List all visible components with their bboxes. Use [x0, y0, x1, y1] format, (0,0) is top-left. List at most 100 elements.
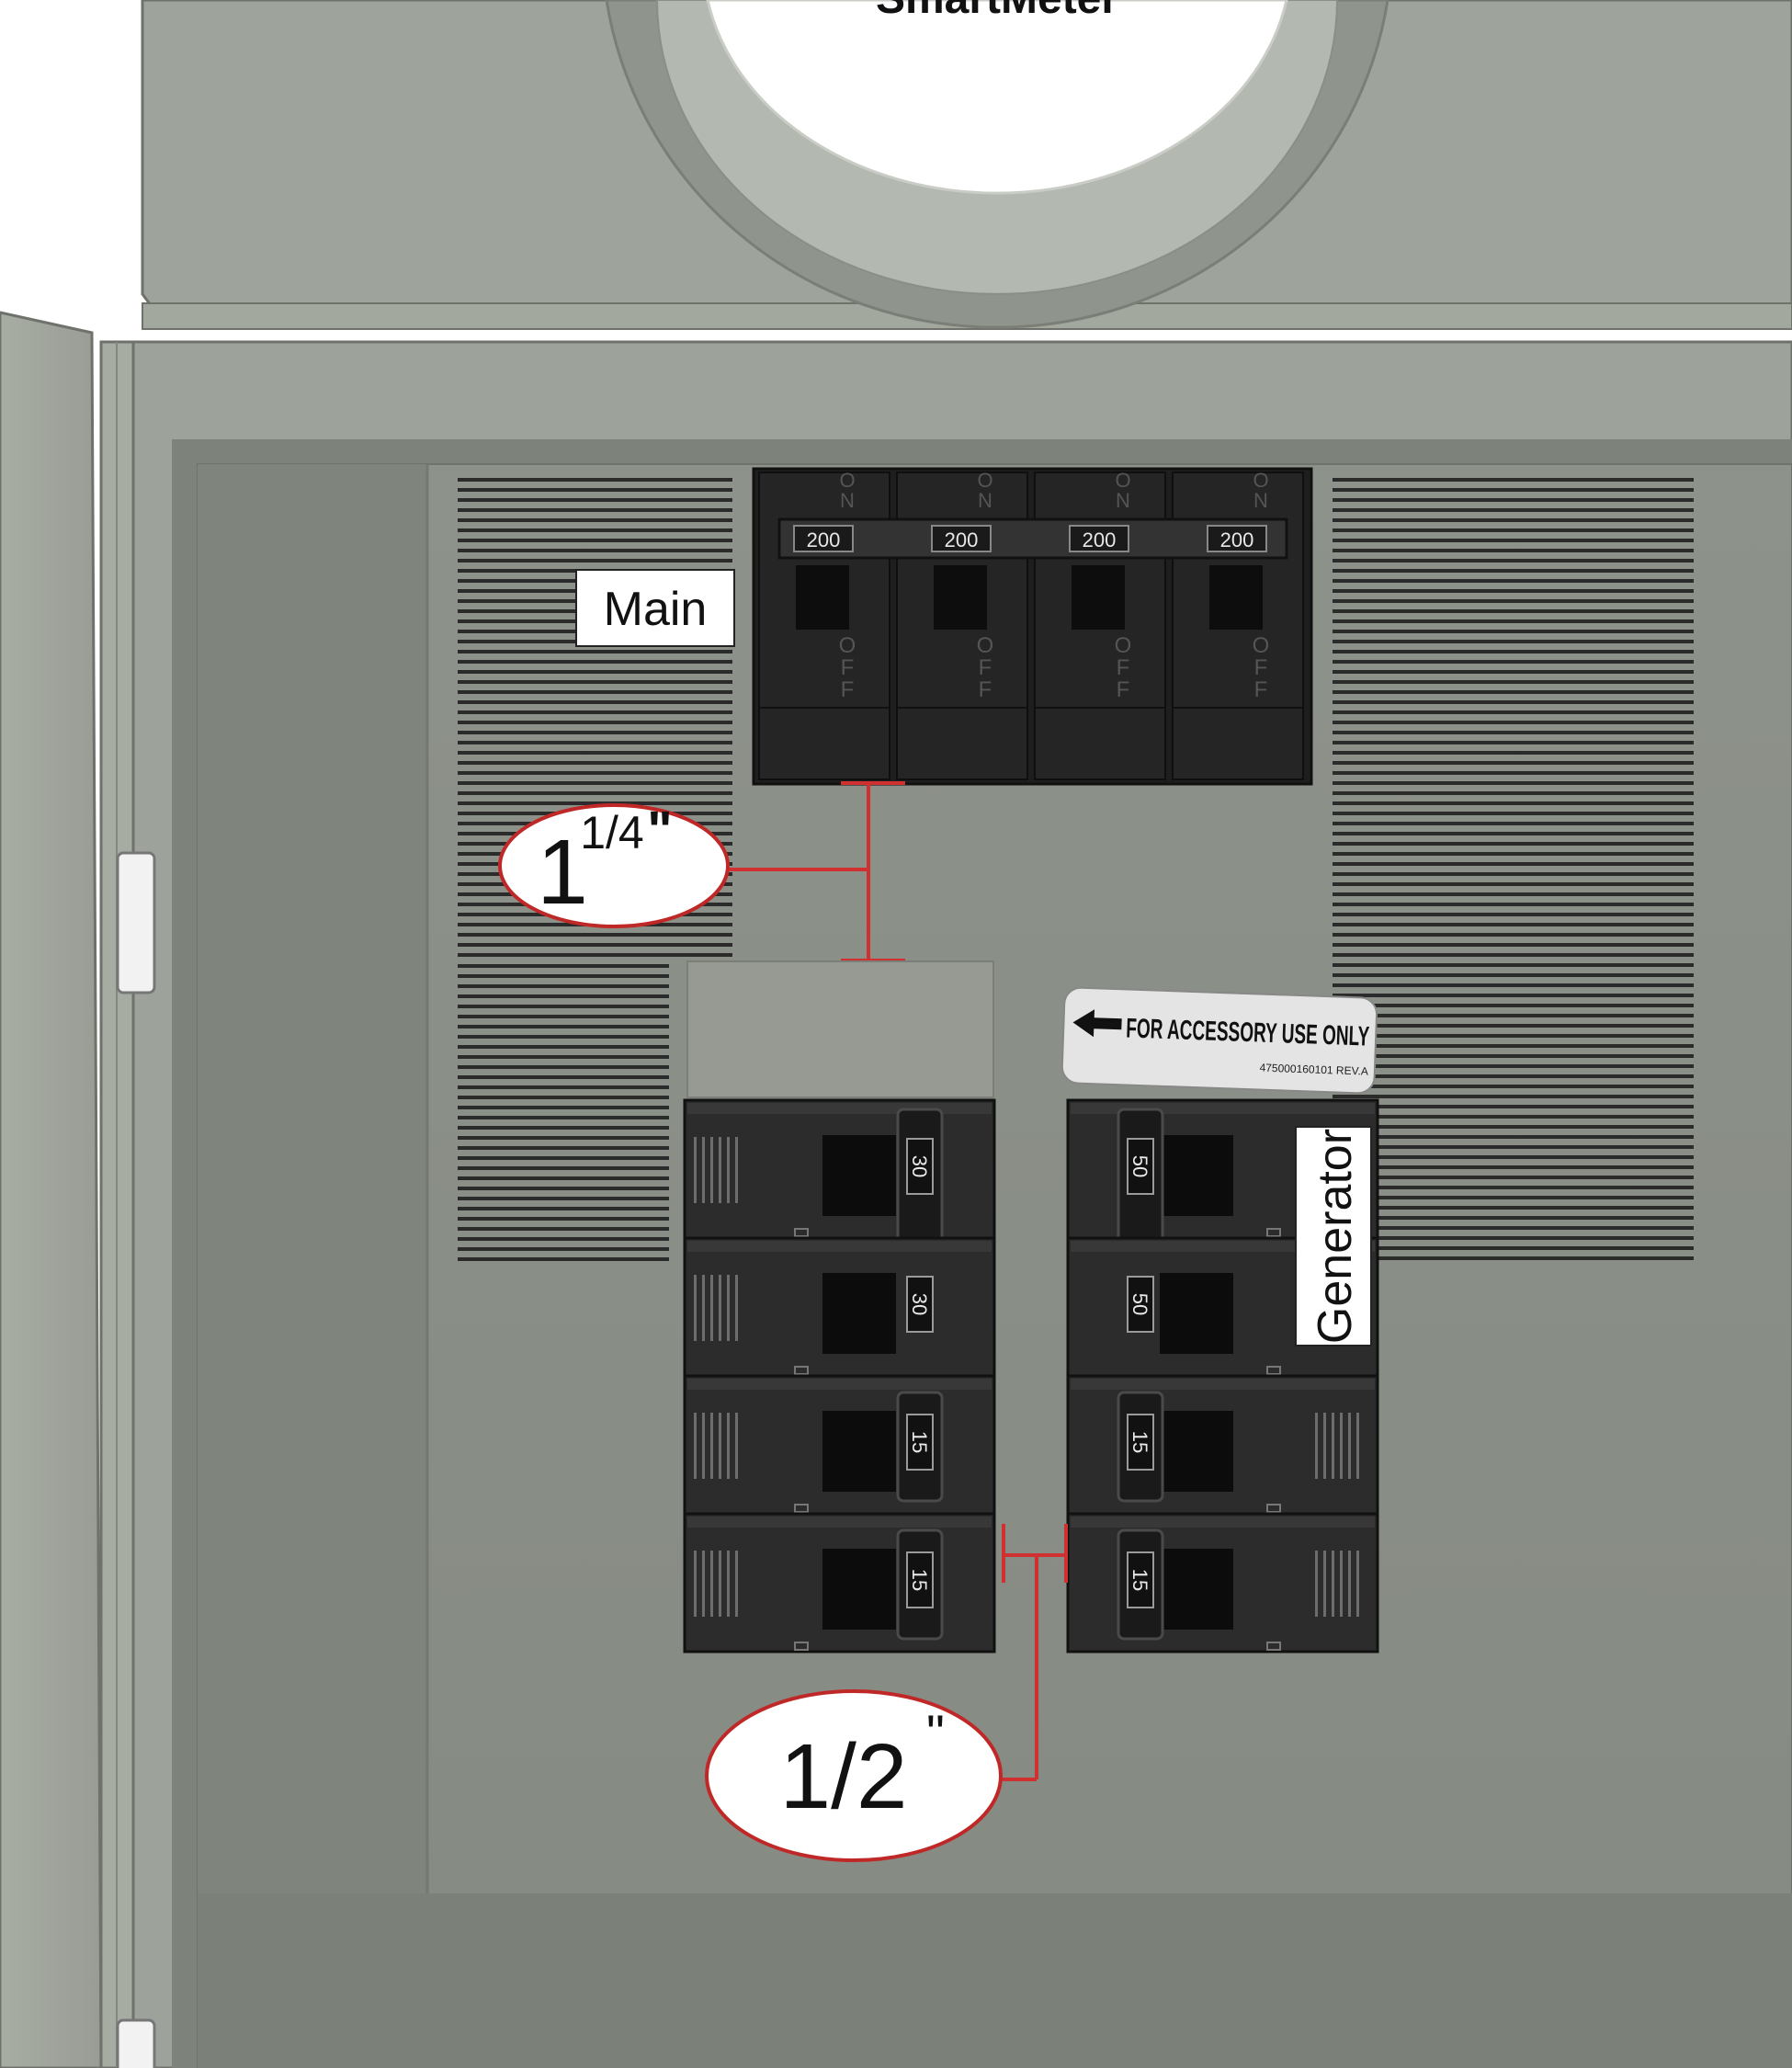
vertical-spacing-dimension: 1 1/4 ": [498, 781, 905, 962]
vent-slot: [1333, 700, 1694, 704]
branch-breaker[interactable]: 15: [1066, 1374, 1379, 1516]
vent-slot: [458, 1166, 669, 1170]
vent-grille-right: [1333, 478, 1694, 1260]
main-rating-plate: [793, 525, 854, 552]
branch-breaker[interactable]: 15: [683, 1512, 996, 1653]
breaker-handle-window: [1160, 1273, 1233, 1354]
breaker-handle-window: [822, 1411, 896, 1492]
vent-slot: [458, 1075, 669, 1079]
vent-slot: [458, 1085, 669, 1089]
vent-slot: [458, 933, 732, 937]
vent-slot: [1333, 872, 1694, 876]
vent-slot: [1333, 1246, 1694, 1250]
vent-slot: [458, 488, 732, 492]
vent-slot: [1333, 660, 1694, 664]
fine-print: [702, 1275, 705, 1341]
vent-slot: [458, 650, 732, 653]
vent-slot: [1333, 599, 1694, 603]
branch-rating-label: 30: [908, 1155, 931, 1177]
vent-slot: [458, 1146, 669, 1150]
vent-slot: [458, 1197, 669, 1200]
vent-slot: [1333, 478, 1694, 482]
vent-slot: [458, 1136, 669, 1140]
vent-slot: [458, 1065, 669, 1069]
vent-slot: [1333, 1085, 1694, 1088]
vent-slot: [1333, 791, 1694, 795]
fine-print: [735, 1413, 738, 1479]
arrow-left-icon: [1072, 1009, 1122, 1038]
vent-slot: [458, 1217, 669, 1221]
vent-slot: [458, 1247, 669, 1251]
branch-rating-plate: [1127, 1414, 1154, 1471]
vent-slot: [458, 1207, 669, 1210]
branch-rating-plate: [1127, 1551, 1154, 1608]
vent-slot: [458, 974, 669, 978]
branch-rating-label: 15: [908, 1569, 931, 1591]
vent-slot: [458, 964, 669, 968]
vent-slot: [458, 741, 732, 744]
branch-rating-plate: [906, 1414, 934, 1471]
branch-breaker[interactable]: 15: [683, 1374, 996, 1516]
fine-print: [702, 1551, 705, 1617]
vent-slot: [458, 984, 669, 988]
branch-breakers-left-column: 30 30 15 15: [683, 1098, 996, 1653]
branch-rating-label: 30: [908, 1293, 931, 1315]
vent-slot: [1333, 913, 1694, 916]
vent-slot: [1333, 923, 1694, 926]
branch-breaker[interactable]: 15: [1066, 1512, 1379, 1653]
vent-slot: [458, 751, 732, 755]
door-hinge-upper: [116, 851, 156, 994]
vent-slot: [1333, 741, 1694, 744]
dimension-bubble-1-2: [705, 1689, 1003, 1862]
fine-print: [710, 1137, 713, 1203]
fine-print: [1323, 1551, 1326, 1617]
fine-print: [702, 1137, 705, 1203]
vent-slot: [1333, 892, 1694, 896]
branch-rating-label: 15: [1129, 1569, 1151, 1591]
branch-rating-label: 50: [1129, 1293, 1151, 1315]
vent-slot: [1333, 1095, 1694, 1098]
vent-slot: [1333, 1155, 1694, 1159]
vent-slot: [458, 1176, 669, 1180]
vent-slot: [458, 478, 732, 482]
vent-slot: [458, 791, 732, 795]
vent-slot: [458, 801, 732, 805]
open-door: [0, 311, 156, 2068]
vent-slot: [1333, 1105, 1694, 1108]
fine-print: [719, 1137, 721, 1203]
vent-slot: [1333, 973, 1694, 977]
vent-slot: [1333, 559, 1694, 562]
vent-slot: [458, 1025, 669, 1028]
vent-slot: [458, 1045, 669, 1049]
vent-slot: [1333, 528, 1694, 532]
fine-print: [719, 1551, 721, 1617]
fine-print: [735, 1551, 738, 1617]
vent-slot: [1333, 1196, 1694, 1199]
main-rating-plate: [931, 525, 992, 552]
vent-slot: [1333, 1004, 1694, 1007]
fine-print: [1332, 1413, 1334, 1479]
fine-print: [735, 1137, 738, 1203]
vent-slot: [1333, 1216, 1694, 1220]
main-rating-label: 200: [1220, 528, 1254, 551]
vent-slot: [458, 1015, 669, 1018]
vent-slot: [458, 953, 732, 957]
vent-slot: [1333, 983, 1694, 987]
vent-slot: [1333, 1115, 1694, 1119]
vent-slot: [1333, 1145, 1694, 1149]
fine-print: [694, 1275, 697, 1341]
fine-print: [702, 1413, 705, 1479]
vent-slot: [1333, 721, 1694, 724]
main-rating-label: 200: [807, 528, 841, 551]
branch-breaker[interactable]: 30: [683, 1236, 996, 1378]
